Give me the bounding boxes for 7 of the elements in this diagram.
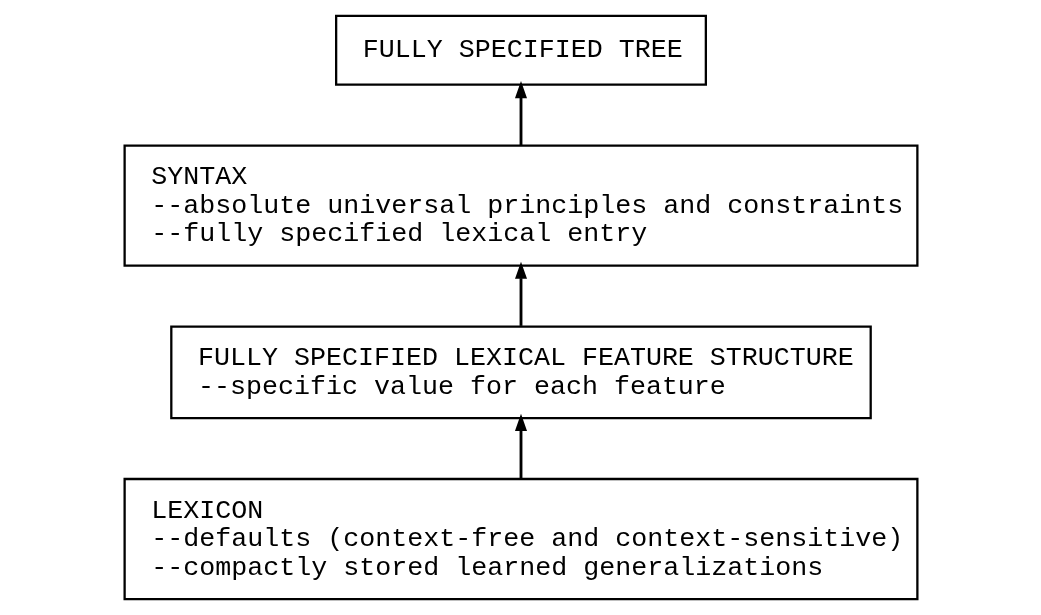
arrow: [514, 81, 527, 146]
arrow: [514, 413, 527, 479]
node-box: FULLY SPECIFIED LEXICAL FEATURE STRUCTURE --specific value for each feature: [169, 325, 872, 420]
node-box: LEXICON --defaults (context-free and context-sensitive) --compactly stored learned generalizations: [122, 477, 919, 601]
node-box: FULLY SPECIFIED TREE: [334, 14, 707, 86]
node-box: SYNTAX --absolute universal principles and constraints --fully specified lexical entry: [122, 144, 919, 267]
arrow: [514, 261, 527, 326]
